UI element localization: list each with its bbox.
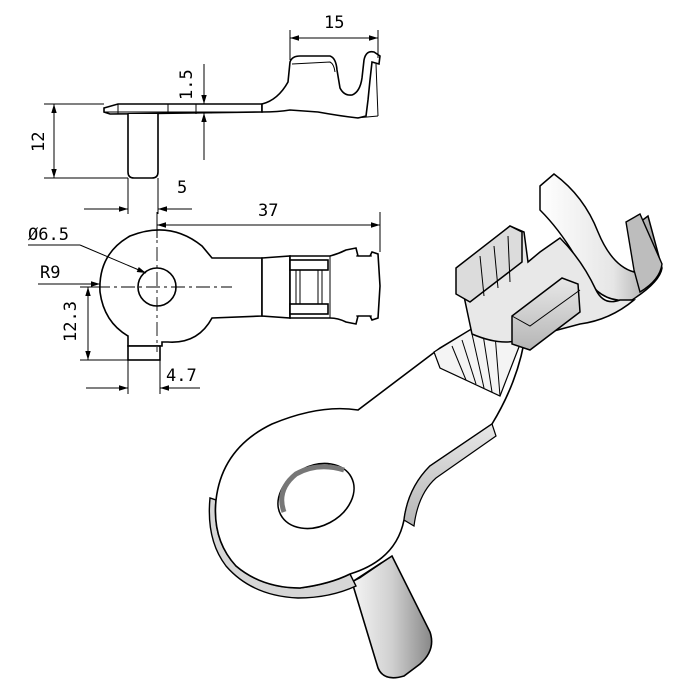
- dim-1-5-label: 1.5: [177, 69, 197, 100]
- dim-15: 15: [289, 13, 379, 60]
- side-view: [103, 50, 381, 179]
- dim-1-5: 1.5: [177, 64, 212, 160]
- dim-4-7-label: 4.7: [166, 366, 197, 386]
- dim-r9: R9: [38, 263, 100, 287]
- dim-12-3-label: 12.3: [61, 301, 81, 342]
- isometric-view: [208, 173, 663, 679]
- dim-4-7: 4.7: [86, 360, 200, 394]
- dim-12: 12: [29, 103, 128, 179]
- dim-37: 37: [156, 201, 381, 252]
- dim-dia-label: Ø6.5: [28, 225, 69, 245]
- dim-37-label: 37: [258, 201, 278, 221]
- dim-r9-label: R9: [40, 263, 60, 283]
- dim-5-label: 5: [177, 178, 187, 198]
- dim-15-label: 15: [324, 13, 344, 33]
- dim-dia-6-5: Ø6.5: [28, 225, 147, 274]
- dim-12-label: 12: [29, 132, 49, 152]
- dim-12-3: 12.3: [61, 286, 128, 361]
- top-view: [96, 222, 381, 361]
- dim-5: 5: [84, 178, 192, 214]
